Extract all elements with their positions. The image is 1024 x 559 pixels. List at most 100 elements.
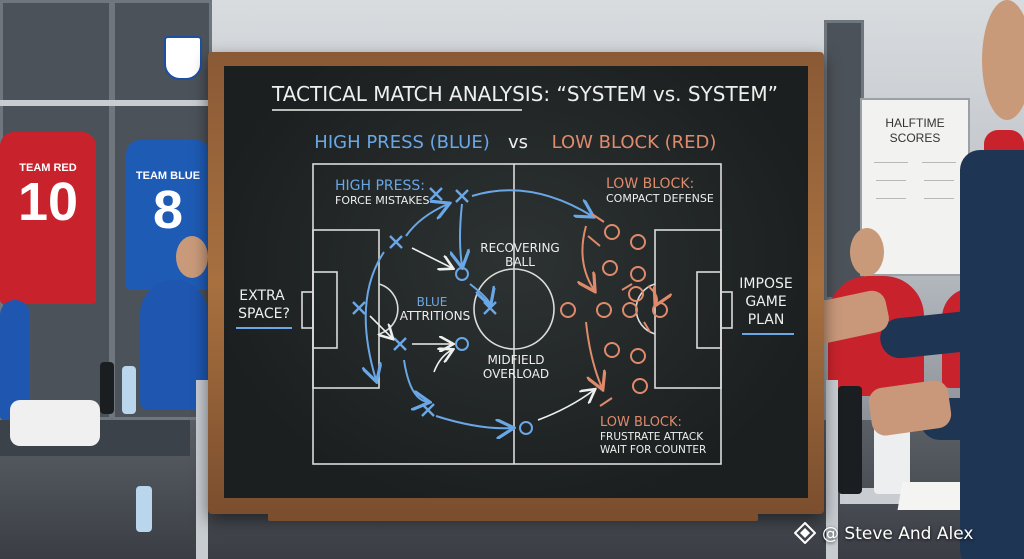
centre-circle (473, 268, 555, 350)
left-goal (301, 291, 314, 329)
blue-x-marker (393, 337, 407, 351)
blue-x-marker (429, 187, 443, 201)
extra-space-line2: SPACE? (238, 306, 290, 322)
right-goal-box (696, 271, 722, 349)
low-block-bottom-sub2: WAIT FOR COUNTER (600, 444, 706, 456)
red-circle-marker (630, 348, 646, 364)
blue-arrow (405, 204, 448, 237)
water-bottle (100, 362, 114, 414)
blue-attritions-line2: ATTRITIONS (400, 309, 471, 323)
scores-scribble (922, 162, 956, 163)
red-circle-marker (632, 378, 648, 394)
impose-line2: GAME (745, 294, 786, 310)
water-bottle (122, 366, 136, 414)
white-arrow (369, 315, 392, 338)
red-circle-marker (602, 260, 618, 276)
blue-arrows (366, 189, 592, 428)
midfield-line1: MIDFIELD (487, 353, 544, 367)
red-circle-marker (604, 224, 620, 240)
red-player-markers (560, 224, 668, 394)
red-jersey: TEAM RED 10 (0, 132, 96, 304)
recovering-line2: BALL (505, 255, 535, 269)
halftime-line2: SCORES (889, 131, 941, 145)
blue-circle-marker (455, 267, 469, 281)
blue-ball-markers (455, 267, 533, 435)
red-circle-marker (630, 266, 646, 282)
red-jersey-number: 10 (17, 172, 79, 232)
recovering-line1: RECOVERING (480, 241, 559, 255)
red-block-mark (643, 321, 651, 333)
red-block-mark (621, 283, 633, 291)
halftime-scores-title: HALFTIME SCORES (862, 116, 968, 146)
red-circle-marker (560, 302, 576, 318)
blue-x-marker (455, 189, 469, 203)
blue-x-marker (421, 403, 435, 417)
blue-attritions-line1: BLUE (417, 295, 448, 309)
red-block-mark (591, 213, 605, 223)
red-circle-marker (596, 302, 612, 318)
high-press-heading: HIGH PRESS: (335, 178, 425, 194)
red-arrow (647, 286, 657, 304)
blue-jersey: TEAM BLUE 8 (126, 140, 210, 290)
scores-scribble (924, 180, 954, 181)
player-head (850, 228, 884, 276)
blue-circle-marker (455, 337, 469, 351)
halftime-line1: HALFTIME (885, 116, 945, 130)
left-goal-box (312, 271, 338, 349)
scores-scribble (874, 162, 908, 163)
watermark-text: @ Steve And Alex (822, 524, 974, 544)
impose-line3: PLAN (748, 312, 785, 328)
white-arrow (433, 350, 452, 373)
midfield-line2: OVERLOAD (483, 367, 549, 381)
chalk-tray (268, 511, 758, 521)
red-circle-marker (622, 302, 638, 318)
coach-head (982, 0, 1024, 120)
scores-scribble (924, 198, 954, 199)
easel-leg (826, 380, 838, 559)
crest-icon (164, 36, 202, 80)
scores-scribble (876, 198, 906, 199)
matchup-vs: vs (508, 132, 528, 153)
impose-line1: IMPOSE (739, 276, 792, 292)
player-shorts (10, 400, 100, 446)
blue-arrow (469, 283, 490, 304)
low-block-top-sub: COMPACT DEFENSE (606, 192, 714, 205)
red-jersey-team: TEAM RED (19, 162, 77, 174)
blue-jersey-number: 8 (152, 180, 184, 240)
left-penalty-box (312, 229, 380, 389)
watermark-diamond-icon (794, 522, 816, 544)
red-arrow (582, 225, 594, 290)
blue-arrow (366, 251, 385, 380)
matchup-blue: HIGH PRESS (BLUE) (314, 132, 489, 153)
low-block-bottom-heading: LOW BLOCK: (600, 415, 682, 430)
low-block-top-heading: LOW BLOCK: (606, 176, 694, 192)
left-penalty-arc (378, 283, 399, 335)
blue-x-marker (352, 301, 366, 315)
high-press-sub: FORCE MISTAKES (335, 194, 429, 207)
player-head (176, 236, 208, 278)
red-circle-marker (628, 286, 644, 302)
easel-leg (196, 380, 208, 559)
blue-arrow (460, 203, 462, 266)
red-circle-marker (630, 234, 646, 250)
white-arrow (537, 390, 594, 421)
blue-x-marker (389, 235, 403, 249)
blue-arrow (403, 359, 428, 402)
coach-body (960, 150, 1024, 559)
red-blocks-arrows (582, 213, 657, 407)
red-arrow (585, 321, 602, 388)
board-title: TACTICAL MATCH ANALYSIS: “SYSTEM vs. SYS… (271, 82, 778, 106)
red-block-mark (599, 397, 613, 407)
blue-arrow (435, 415, 512, 428)
right-goal (720, 291, 733, 329)
extra-space-line1: EXTRA (239, 288, 285, 304)
blue-circle-marker (519, 421, 533, 435)
right-penalty-box (654, 229, 722, 389)
red-block-mark (587, 235, 601, 247)
water-bottle (838, 386, 862, 494)
red-circle-marker (604, 342, 620, 358)
locker-shelf (0, 100, 212, 106)
water-bottle (136, 486, 152, 532)
